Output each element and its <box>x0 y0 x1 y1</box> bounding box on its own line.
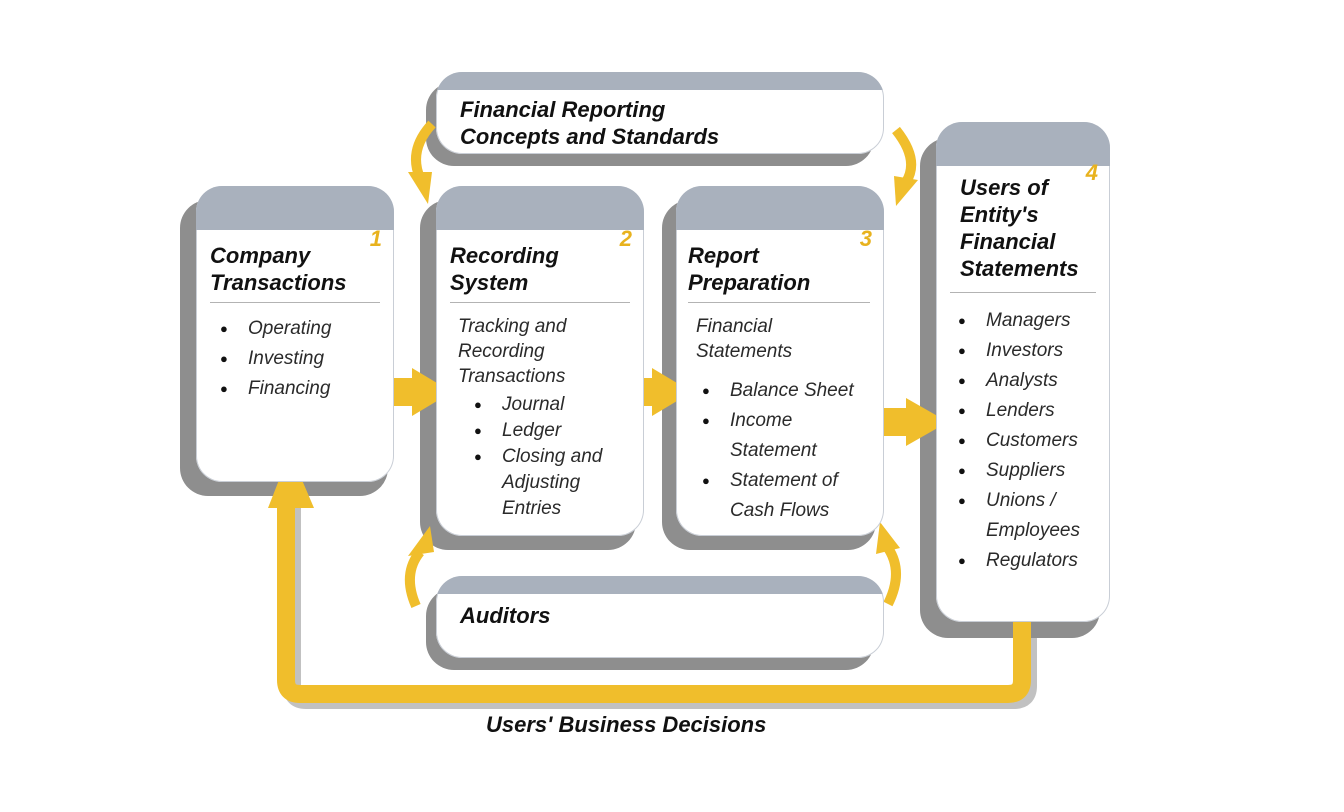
list-item: Lenders <box>958 396 1080 426</box>
list-item: Journal <box>474 392 602 418</box>
arrow-1-to-2 <box>376 368 452 416</box>
company-transactions-box: 1 Company Transactions Operating Investi… <box>196 186 394 482</box>
list-item: Customers <box>958 426 1080 456</box>
standards-box: Financial Reporting Concepts and Standar… <box>436 72 884 154</box>
list-item: Ledger <box>474 418 602 444</box>
list-item: Statement of <box>702 466 854 496</box>
list-item: Closing and <box>474 444 602 470</box>
auditors-left-arrow <box>405 548 425 609</box>
list-item: Financing <box>220 374 331 404</box>
step-number-3: 3 <box>859 226 872 251</box>
divider <box>450 302 630 303</box>
list-item: Managers <box>958 306 1080 336</box>
recording-description: Tracking and Recording Transactions <box>458 316 567 387</box>
list-item-continued: Cash Flows <box>730 500 830 521</box>
business-decisions-label: Users' Business Decisions <box>486 712 767 737</box>
list-item: Balance Sheet <box>702 376 854 406</box>
list-item: Operating <box>220 314 331 344</box>
users-items: Managers Investors Analysts Lenders Cust… <box>958 306 1080 576</box>
list-item: Investing <box>220 344 331 374</box>
step-number-4: 4 <box>1085 160 1098 185</box>
report-items: Balance Sheet Income Statement Statement… <box>702 376 854 526</box>
standards-right-arrow <box>892 126 917 185</box>
users-box: 4 Users of Entity's Financial Statements… <box>936 122 1110 622</box>
auditors-right-arrow <box>883 545 901 607</box>
recording-system-box: 2 Recording System Tracking and Recordin… <box>436 186 644 536</box>
standards-left-arrow <box>411 120 436 180</box>
step-number-2: 2 <box>619 226 632 251</box>
list-item: Unions / <box>958 486 1080 516</box>
users-title: Users of Entity's Financial Statements <box>960 175 1079 281</box>
recording-title: Recording System <box>450 243 559 295</box>
auditors-box: Auditors <box>436 576 884 658</box>
list-item: Regulators <box>958 546 1080 576</box>
list-item: Analysts <box>958 366 1080 396</box>
recording-items: Journal Ledger Closing and Adjusting Ent… <box>474 392 602 522</box>
standards-title: Financial Reporting Concepts and Standar… <box>460 97 720 149</box>
step-number-1: 1 <box>369 226 382 251</box>
divider <box>210 302 380 303</box>
list-item-continued: Adjusting <box>502 472 581 493</box>
company-items: Operating Investing Financing <box>220 314 331 404</box>
report-preparation-box: 3 Report Preparation Financial Statement… <box>676 186 884 536</box>
divider <box>950 292 1096 293</box>
list-item-continued: Entries <box>502 498 562 519</box>
auditors-title: Auditors <box>460 603 551 628</box>
report-title: Report Preparation <box>688 243 811 295</box>
divider <box>688 302 870 303</box>
list-item-continued: Employees <box>986 520 1080 541</box>
list-item: Investors <box>958 336 1080 366</box>
arrow-3-to-4 <box>866 398 948 446</box>
list-item-continued: Statement <box>730 440 817 461</box>
list-item: Income <box>702 406 854 436</box>
list-item: Suppliers <box>958 456 1080 486</box>
report-description: Financial Statements <box>696 316 793 362</box>
company-title: Company Transactions <box>210 243 347 295</box>
